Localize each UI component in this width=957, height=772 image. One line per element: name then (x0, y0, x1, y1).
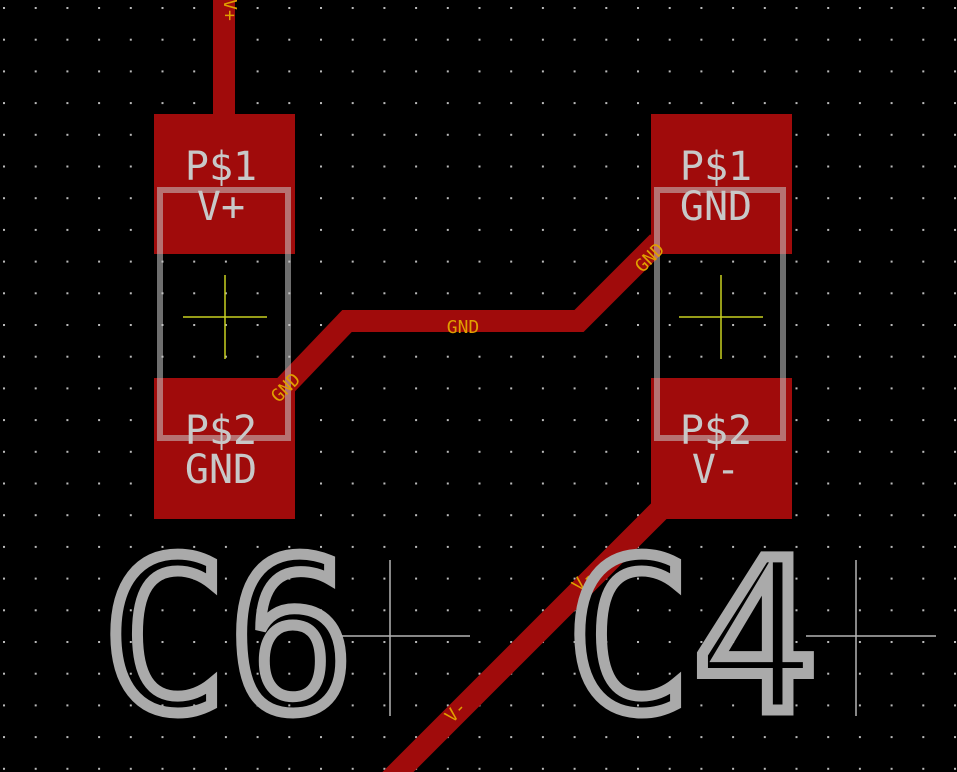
trace-label-gnd: GND (447, 317, 480, 338)
c4-component-name: C4 (566, 515, 819, 760)
c4-pad1-net: GND (680, 184, 752, 230)
c6-pad1-net: V+ (197, 184, 245, 230)
c6-pad1-name: P$1 (185, 144, 257, 190)
c6-pad2-name: P$2 (185, 408, 257, 454)
c4-pad2-name: P$2 (680, 408, 752, 454)
c4-pad1-name: P$1 (680, 144, 752, 190)
c6-outline (157, 187, 291, 441)
trace-v-minus[interactable] (382, 497, 673, 772)
c6-pad2-net: GND (185, 447, 257, 493)
c6-pad-2[interactable] (154, 378, 295, 519)
trace-label-v-plus: V+ (219, 0, 240, 21)
c4-pad-1[interactable] (651, 114, 792, 254)
c4-pad2-net: V- (692, 447, 740, 493)
c4-pad-2[interactable] (651, 378, 792, 519)
c4-outline (654, 187, 786, 441)
trace-gnd[interactable] (275, 234, 666, 396)
c6-pad-1[interactable] (154, 114, 295, 254)
c6-component-name: C6 (102, 515, 355, 760)
